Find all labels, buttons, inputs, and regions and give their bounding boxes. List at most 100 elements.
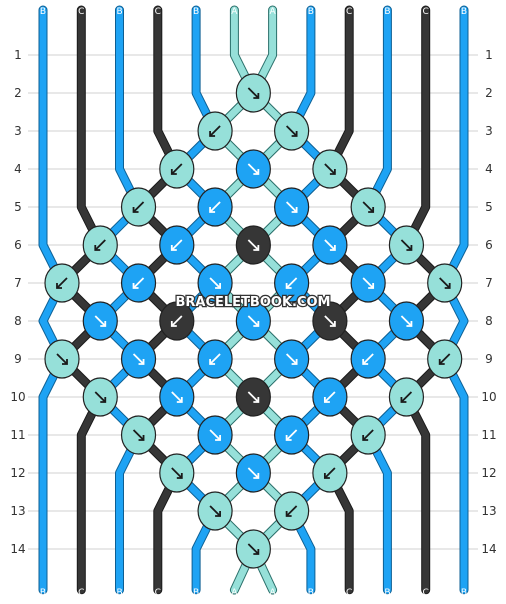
row-label-right: 5 <box>485 200 493 214</box>
knot-layer <box>44 73 463 569</box>
knot-arrow-shaft <box>324 391 336 403</box>
knot <box>120 339 157 379</box>
strand-letter-top: C <box>78 7 84 17</box>
row-label-left: 13 <box>10 504 25 518</box>
row-label-right: 14 <box>481 542 496 556</box>
knot-arrow-shaft <box>132 429 145 441</box>
knot-arrow-head <box>329 245 336 251</box>
knot-arrow-head <box>291 359 298 365</box>
knot-arrow-shaft <box>209 125 221 137</box>
knot-arrow-shaft <box>324 315 336 327</box>
row-label-left: 3 <box>14 124 22 138</box>
knot-arrow-shaft <box>56 353 68 365</box>
knot-arrow-shaft <box>362 429 374 441</box>
knot <box>159 149 195 189</box>
knot <box>274 187 310 227</box>
row-label-left: 5 <box>14 200 22 214</box>
knot-arrow-shaft <box>132 277 145 289</box>
strand-letter-bottom: B <box>461 588 467 598</box>
knot-arrow-shaft <box>247 391 259 403</box>
row-label-right: 2 <box>485 86 493 100</box>
strand <box>402 6 449 594</box>
knot-arrow-shaft <box>285 201 298 213</box>
strand <box>364 6 410 594</box>
strand-letter-bottom: C <box>155 588 161 598</box>
knot-arrow-head <box>444 283 451 289</box>
row-label-right: 1 <box>485 48 493 62</box>
strand-letter-top: B <box>308 7 314 17</box>
strand-letter-bottom: C <box>346 588 352 598</box>
strand <box>135 6 181 594</box>
strand-letter-bottom: B <box>116 588 122 598</box>
knot-arrow-shaft <box>324 239 336 251</box>
knot-arrow-shaft <box>324 163 336 175</box>
strand-letter-top: C <box>346 7 352 17</box>
strand-letter-top: B <box>384 7 390 17</box>
knot-arrow-head <box>209 131 216 137</box>
strand <box>96 6 142 594</box>
row-label-left: 1 <box>14 48 22 62</box>
knot-arrow-head <box>132 207 139 213</box>
knot <box>388 301 425 341</box>
knot-arrow-head <box>400 397 407 403</box>
knot-arrow-shaft <box>400 315 413 327</box>
knot-arrow-shaft <box>247 87 259 99</box>
row-label-left: 2 <box>14 86 22 100</box>
knot <box>235 453 271 493</box>
strand <box>441 6 468 594</box>
strand <box>288 6 334 594</box>
knot-arrow-head <box>138 359 145 365</box>
knot-arrow-shaft <box>132 201 145 213</box>
knot-arrow-shaft <box>247 543 259 555</box>
knot-arrow-shaft <box>56 277 68 289</box>
row-label-right: 3 <box>485 124 493 138</box>
knot-arrow-head <box>253 473 260 479</box>
knot-arrow-head <box>362 435 369 441</box>
knot <box>82 377 118 417</box>
knot <box>159 225 195 265</box>
strand-layer <box>38 5 469 595</box>
strand-letter-top: A <box>231 7 238 17</box>
row-label-left: 8 <box>14 314 22 328</box>
knot-arrow-head <box>253 321 260 327</box>
knot <box>159 301 195 341</box>
watermark: BRACELETBOOK.COM <box>176 295 331 310</box>
row-label-right: 8 <box>485 314 493 328</box>
knot-arrow-head <box>132 283 139 289</box>
strand-letter-bottom: A <box>270 588 277 598</box>
knot-arrow-shaft <box>132 353 145 365</box>
knot <box>235 529 271 569</box>
knot-arrow-head <box>253 93 260 99</box>
row-label-right: 13 <box>481 504 496 518</box>
knot <box>197 491 233 531</box>
knot-arrow-shaft <box>285 277 298 289</box>
knot <box>312 149 348 189</box>
knot-arrow-head <box>368 207 375 213</box>
row-label-right: 12 <box>481 466 496 480</box>
strand-letter-top: B <box>193 7 199 17</box>
knot-arrow-head <box>170 245 177 251</box>
row-label-right: 11 <box>481 428 496 442</box>
row-label-left: 9 <box>14 352 22 366</box>
knot-arrow-head <box>176 397 183 403</box>
knot-arrow-head <box>285 435 292 441</box>
knot-arrow-shaft <box>247 163 259 175</box>
knot <box>159 377 195 417</box>
knot-arrow-shaft <box>285 429 298 441</box>
knot <box>274 339 310 379</box>
knot <box>350 339 386 379</box>
knot-arrow-head <box>253 245 260 251</box>
strand-letter-bottom: C <box>78 588 84 598</box>
knot <box>274 491 310 531</box>
knot <box>274 111 310 151</box>
knot <box>274 263 310 303</box>
knot-arrow-shaft <box>171 163 183 175</box>
knot-arrow-head <box>215 511 221 517</box>
knot-arrow-head <box>215 283 221 289</box>
knot-arrow-head <box>253 397 260 403</box>
knot <box>44 339 80 379</box>
row-label-right: 9 <box>485 352 493 366</box>
row-label-left: 7 <box>14 276 22 290</box>
row-label-right: 4 <box>485 162 493 176</box>
strand <box>249 6 296 594</box>
